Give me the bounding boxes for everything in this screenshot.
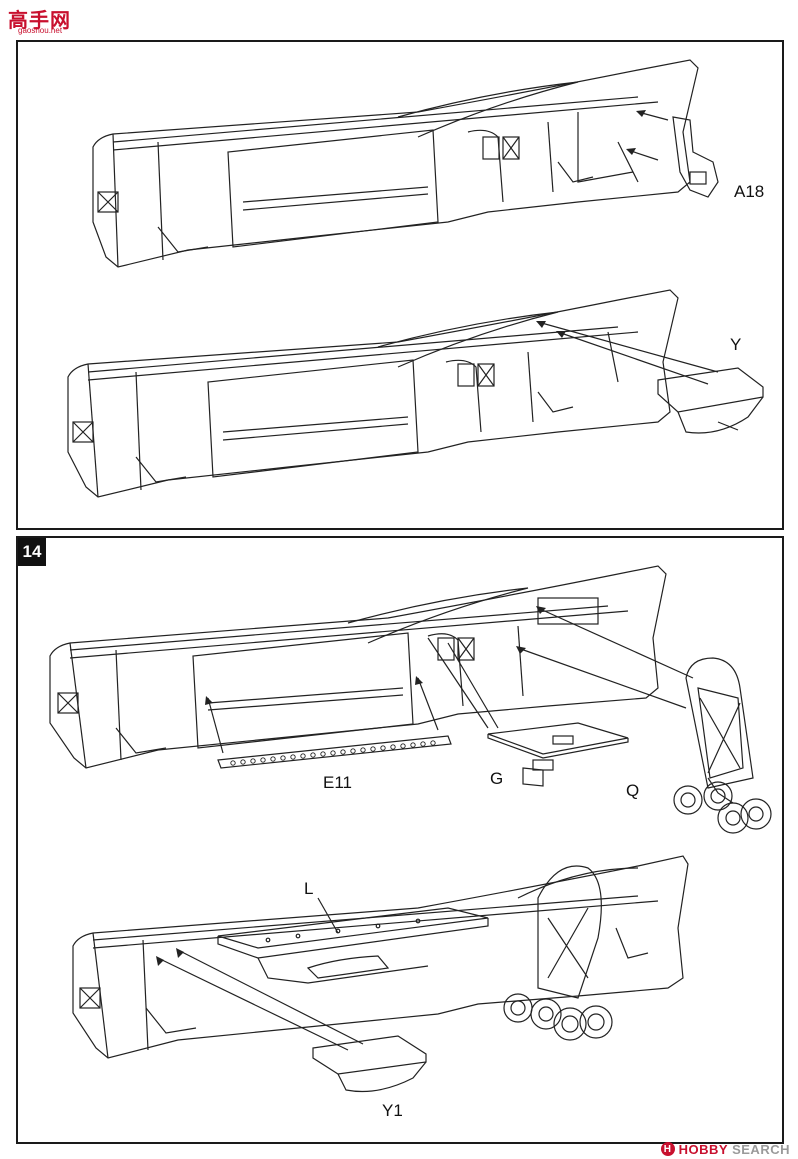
arrow-heads-bottom xyxy=(156,606,546,966)
watermark-logo-top: 高手网 gaoshou.net xyxy=(4,4,74,36)
arrow-heads-top xyxy=(536,110,646,338)
part-l-drawing xyxy=(217,897,489,984)
label-y1: Y1 xyxy=(382,1101,403,1120)
label-g: G xyxy=(490,769,503,788)
label-q: Q xyxy=(626,781,639,800)
part-q-drawing xyxy=(517,607,772,834)
step-panel-14: 14 xyxy=(16,536,784,1144)
fuselage-drawing-4 xyxy=(72,855,689,1059)
fuselage-drawing-2 xyxy=(67,289,679,498)
fuselage-drawing-1 xyxy=(92,59,699,268)
hobbysearch-mark-icon: H xyxy=(660,1142,675,1156)
label-y: Y xyxy=(730,335,741,354)
label-e11: E11 xyxy=(323,773,352,792)
label-a18: A18 xyxy=(734,182,764,201)
label-l: L xyxy=(304,879,313,898)
assembly-drawing-step-14: E11 G Q L Y1 xyxy=(49,565,772,1120)
part-g-drawing xyxy=(427,637,629,787)
part-e11-drawing xyxy=(207,677,452,769)
watermark-suffix: SEARCH xyxy=(732,1141,790,1157)
part-a18-drawing xyxy=(627,111,719,198)
watermark-logo-subtext: gaoshou.net xyxy=(18,26,63,35)
watermark-logo-text: 高手网 xyxy=(8,10,71,32)
step-number-badge: 14 xyxy=(18,538,46,566)
part-y-drawing xyxy=(537,321,764,434)
part-y1-drawing xyxy=(157,949,427,1093)
watermark-brand: HOBBY xyxy=(678,1141,729,1157)
installed-gear-drawing xyxy=(503,865,613,1041)
watermark-logo-bottom: H HOBBY SEARCH xyxy=(660,1141,790,1157)
assembly-drawing-top: A18 Y xyxy=(67,59,764,498)
fuselage-drawing-3 xyxy=(49,565,667,769)
step-panel-top: A18 Y xyxy=(16,40,784,530)
